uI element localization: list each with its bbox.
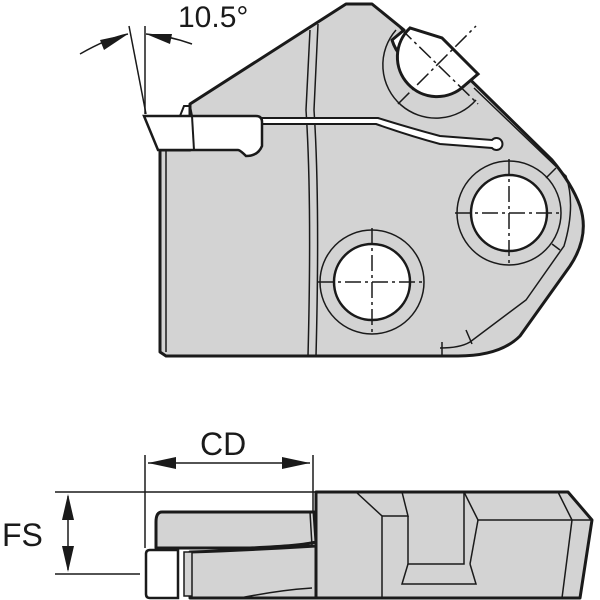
fs-label: FS <box>2 517 43 553</box>
step-edge-right <box>463 491 592 521</box>
side-view: 10.5° <box>79 1 585 358</box>
arrow-left-icon <box>146 34 172 44</box>
cd-dimension: CD <box>144 426 314 548</box>
angle-label: 10.5° <box>178 1 248 34</box>
clamp-slot <box>261 117 504 151</box>
pocket-edge <box>407 492 465 565</box>
jaw-edge <box>309 511 313 547</box>
extension-line-angled <box>128 25 147 115</box>
arrow-right-icon <box>282 457 310 469</box>
notch <box>395 26 481 99</box>
edge-tick <box>465 329 473 345</box>
upper-jaw <box>154 510 318 550</box>
notch-outer-arc <box>382 29 477 119</box>
edge-tick <box>545 167 557 179</box>
arrow-left-icon <box>148 457 176 469</box>
edge-tick <box>551 243 561 251</box>
insert-edge <box>191 115 195 151</box>
step-edge-diag <box>469 519 479 565</box>
angle-dimension: 10.5° <box>79 1 248 115</box>
notch-centerline-b <box>397 25 477 105</box>
cd-label: CD <box>200 426 246 462</box>
arrow-down-icon <box>62 546 74 572</box>
arrow-right-icon <box>100 34 128 50</box>
clamp-face <box>183 551 193 597</box>
top-body <box>314 490 594 600</box>
fs-dimension: FS <box>2 491 316 575</box>
screw-hole-upper <box>455 159 563 267</box>
screw-hole-lower <box>318 228 426 336</box>
notch-centerline-a <box>399 27 479 105</box>
chamfer-edge <box>439 87 572 349</box>
pocket-floor <box>400 563 478 585</box>
top-view: CD FS <box>2 426 594 600</box>
end-chamfer <box>557 491 573 599</box>
lower-strip <box>188 544 318 600</box>
insert <box>142 114 264 158</box>
lower-curve <box>239 587 313 599</box>
arrow-up-icon <box>62 494 74 520</box>
insert-tip <box>179 105 193 117</box>
top-insert <box>144 548 180 600</box>
